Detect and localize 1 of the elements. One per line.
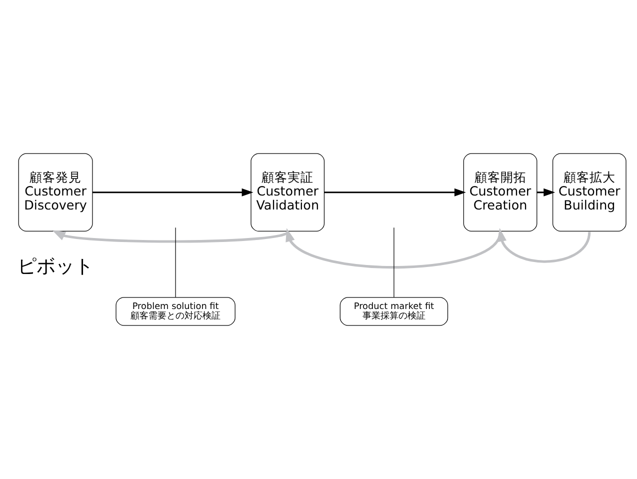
- label: ピボット: [18, 254, 94, 278]
